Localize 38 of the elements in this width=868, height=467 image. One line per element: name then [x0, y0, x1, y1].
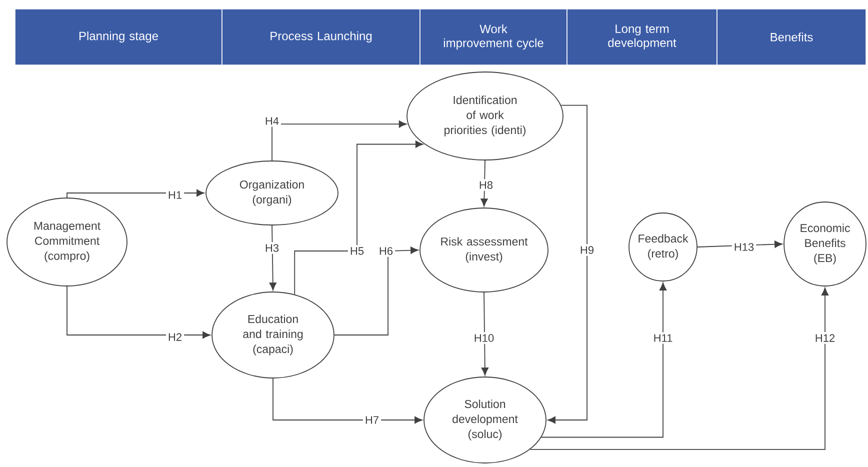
header-band: Planning stage	[14, 8, 222, 66]
header-band: Long term development	[566, 8, 718, 66]
arrow	[269, 225, 276, 290]
edge-label: H8	[476, 179, 496, 191]
arrow	[334, 246, 418, 336]
ellipse-node: Economic Benefits (EB)	[784, 202, 866, 286]
edge-label: H5	[348, 245, 366, 257]
ellipse-node: Education and training (capaci)	[212, 292, 334, 378]
ellipse-node: Identification of work priorities (identi)	[406, 72, 564, 160]
ellipse-node: Organization (organi)	[206, 160, 338, 226]
edge-label: H2	[166, 331, 184, 343]
arrow	[294, 140, 424, 295]
edge-label: H3	[262, 242, 282, 254]
edge-label: H1	[166, 189, 184, 201]
header-band: Work improvement cycle	[420, 8, 568, 66]
edge-label: H9	[578, 244, 596, 256]
edge-label: H11	[651, 332, 675, 344]
ellipse-node: Solution development (soluc)	[424, 376, 546, 464]
edge-label: H4	[262, 115, 282, 127]
edge-label: H12	[812, 332, 838, 344]
edge-label: H13	[732, 241, 756, 253]
arrow	[481, 292, 488, 376]
arrow	[272, 120, 407, 161]
edge-label: H6	[376, 245, 396, 257]
arrow	[480, 160, 488, 206]
header-band: Benefits	[716, 8, 866, 66]
edge-label: H7	[362, 414, 382, 426]
arrow	[272, 378, 422, 424]
arrow	[540, 282, 667, 438]
edge-label: H10	[472, 332, 496, 344]
arrow	[548, 104, 588, 424]
ellipse-node: Management Commitment (compro)	[6, 198, 128, 286]
arrow	[66, 189, 204, 198]
header-band: Process Launching	[222, 8, 420, 66]
arrow	[66, 286, 210, 339]
ellipse-node: Risk assessment (invest)	[420, 208, 548, 292]
ellipse-node: Feedback (retro)	[628, 212, 698, 282]
arrow	[530, 288, 829, 450]
